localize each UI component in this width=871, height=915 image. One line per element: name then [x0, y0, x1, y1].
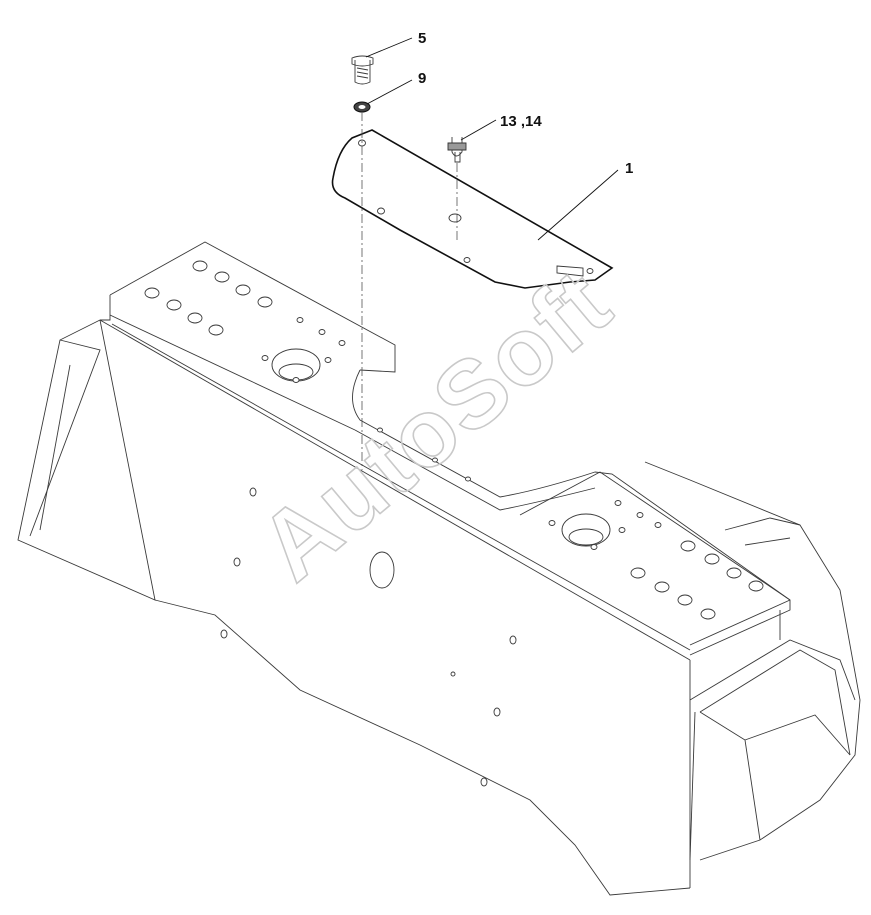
frame-holes-face: [220, 487, 517, 787]
frame-assembly: [17, 241, 861, 896]
callout-13-14: 13 ,14: [500, 113, 542, 130]
cover-plate-part: [331, 129, 614, 289]
callout-9: 9: [418, 70, 426, 87]
callout-5: 5: [418, 30, 426, 47]
bolt-part: [351, 55, 374, 85]
washer-part: [353, 101, 371, 113]
frame-holes-right: [548, 500, 764, 620]
watermark-text: AutoSoft: [240, 248, 631, 601]
grease-fitting-part: [447, 137, 467, 163]
assembly-axes: [361, 112, 458, 470]
callout-1: 1: [625, 160, 633, 177]
frame-holes-left: [144, 260, 471, 482]
leader-lines: [365, 37, 619, 241]
